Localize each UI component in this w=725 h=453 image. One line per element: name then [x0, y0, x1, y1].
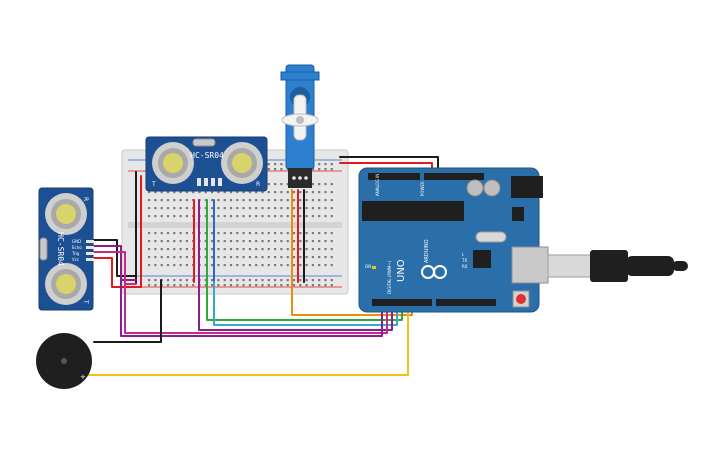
sensor-left-pin-t: T — [82, 299, 89, 304]
arduino-tx-label: TX — [461, 258, 467, 263]
sensor-left-pin-label: Trig — [71, 251, 80, 256]
wire-black-buzzer — [93, 279, 162, 343]
wire-magenta-left-sensor — [93, 251, 137, 285]
sensor-left-pin-label: GND — [72, 239, 81, 244]
wire-cyan-to-d4 — [213, 281, 398, 326]
arduino-power-label: POWER — [420, 181, 425, 196]
sensor-top-pin-t: T — [151, 181, 156, 188]
arduino-digital-label: DIGITAL (PWM~) — [387, 260, 392, 294]
usb-cable[interactable] — [547, 250, 688, 282]
sensor-left-pin — [86, 240, 94, 243]
wire-black-left-sensor — [93, 239, 137, 277]
buzzer-plus-label: + — [80, 373, 86, 381]
arduino-rx-label: RX — [462, 264, 468, 269]
arduino-on-label: ON — [365, 264, 371, 269]
wire-purple-to-d6 — [120, 279, 383, 337]
arduino-analog-label: ANALOG IN — [375, 174, 380, 196]
arduino-brand-label: ARDUINO — [424, 239, 430, 263]
wire-purple-left-sensor — [93, 245, 137, 281]
sensor-left-pin — [86, 252, 94, 255]
sensor-left-pin-r: R — [82, 197, 89, 201]
arduino-model-label: UNO — [396, 259, 407, 282]
sensor-left-pin — [86, 246, 94, 249]
wire-magenta-to-d2 — [124, 283, 388, 334]
sensor-left-pin — [86, 258, 94, 261]
sensor-left-pin-label: Vcc — [72, 257, 79, 262]
ultrasonic-sensor-top[interactable]: HC-SR04 T R — [145, 136, 268, 192]
wire-red-left-sensor — [93, 257, 142, 288]
sensor-top-model: HC-SR04 — [190, 151, 224, 160]
piezo-buzzer[interactable]: + — [36, 333, 92, 389]
wire-yellow-buzzer — [79, 304, 409, 376]
arduino-uno-board[interactable]: UNO ARDUINO DIGITAL (PWM~) ANALOG IN POW… — [358, 167, 549, 313]
sensor-top-pin-r: R — [256, 181, 260, 188]
arduino-logo-icon — [421, 265, 447, 279]
arduino-l-label: L — [462, 252, 465, 257]
wire-purple-to-d3 — [198, 281, 393, 331]
servo-motor[interactable] — [280, 64, 320, 188]
sensor-left-model: HC-SR04 — [56, 232, 65, 266]
sensor-left-pin-label: Echo — [72, 245, 82, 250]
